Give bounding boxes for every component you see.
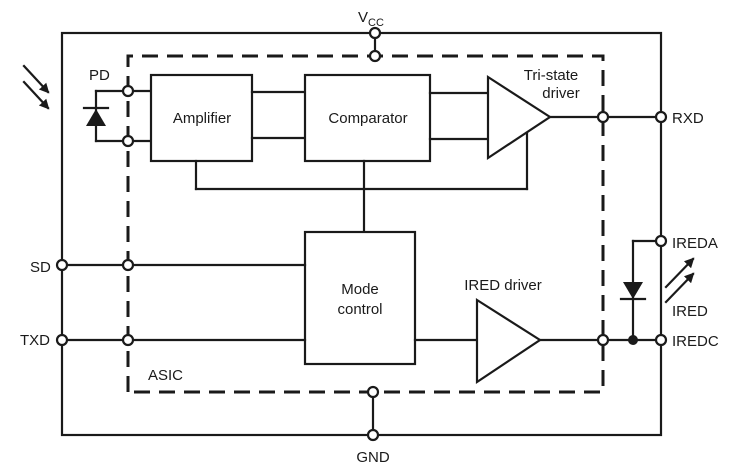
asic-outline bbox=[126, 54, 605, 394]
module-outline bbox=[60, 31, 663, 437]
comparator-label: Comparator bbox=[328, 110, 407, 127]
ired-led bbox=[619, 239, 663, 345]
photodiode bbox=[82, 89, 130, 143]
txd-label: TXD bbox=[20, 332, 50, 349]
amplifier-block bbox=[149, 73, 254, 163]
mode-control-label-line1: Mode bbox=[341, 281, 379, 298]
sd-pin bbox=[55, 258, 69, 272]
mode-control-block bbox=[303, 230, 417, 366]
ired-label: IRED bbox=[672, 303, 708, 320]
tristate-driver-triangle bbox=[486, 74, 553, 161]
sd-label: SD bbox=[30, 259, 51, 276]
ired-driver-triangle bbox=[475, 297, 543, 385]
comparator-block bbox=[303, 73, 432, 163]
ireda-label: IREDA bbox=[672, 235, 718, 252]
amplifier-label: Amplifier bbox=[173, 110, 231, 127]
rxd-label: RXD bbox=[672, 110, 704, 127]
iredc-pin bbox=[654, 333, 668, 347]
iredc-label: IREDC bbox=[672, 333, 719, 350]
rxd-pin bbox=[654, 110, 668, 124]
rxd-asic-pin bbox=[596, 110, 610, 124]
pd-label: PD bbox=[89, 67, 110, 84]
ired-driver-label: IRED driver bbox=[464, 277, 542, 294]
emitted-light-arrows-icon bbox=[664, 257, 695, 304]
gnd-asic-pin bbox=[366, 385, 380, 399]
vcc-asic-pin bbox=[368, 49, 382, 63]
pd-cathode-pin bbox=[121, 134, 135, 148]
asic-label: ASIC bbox=[148, 367, 183, 384]
pd-anode-pin bbox=[121, 84, 135, 98]
vcc-pin bbox=[368, 26, 382, 40]
iredc-asic-pin bbox=[596, 333, 610, 347]
tristate-label-line1: Tri-state bbox=[524, 67, 578, 84]
txd-asic-pin bbox=[121, 333, 135, 347]
mode-control-label-line2: control bbox=[337, 301, 382, 318]
tristate-label-line2: driver bbox=[542, 85, 580, 102]
incoming-light-arrows-icon bbox=[22, 64, 50, 110]
vcc-subscript: CC bbox=[368, 17, 384, 29]
gnd-label: GND bbox=[356, 449, 390, 466]
vcc-label: VCC bbox=[358, 9, 384, 29]
txd-pin bbox=[55, 333, 69, 347]
gnd-pin bbox=[366, 428, 380, 442]
sd-asic-pin bbox=[121, 258, 135, 272]
ireda-pin bbox=[654, 234, 668, 248]
